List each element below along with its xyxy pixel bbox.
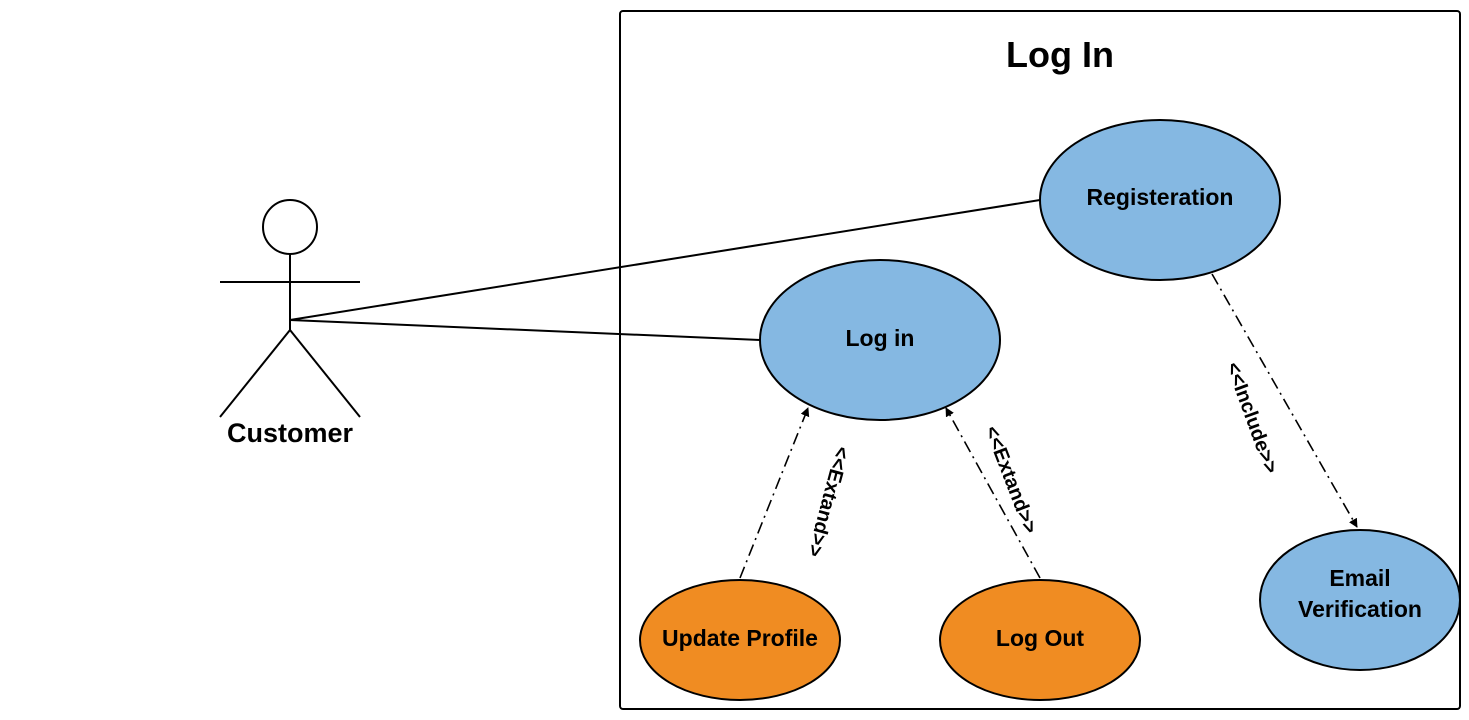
use-case-login[interactable]: Log in: [759, 259, 1001, 421]
actor-head: [262, 199, 318, 255]
use-case-email-verification[interactable]: Email Verification: [1259, 529, 1461, 671]
actor-customer[interactable]: Customer: [219, 199, 361, 448]
use-case-registration[interactable]: Registeration: [1039, 119, 1281, 281]
extend-arrow-update-profile: [739, 407, 810, 579]
actor-label: Customer: [227, 418, 354, 448]
include-arrow: [1211, 273, 1358, 528]
system-title: Log In: [1006, 34, 1114, 75]
use-case-email-verification-label-line2: Verification: [1298, 596, 1422, 622]
use-case-update-profile-label: Update Profile: [662, 625, 818, 651]
use-case-login-shape: [759, 259, 1001, 421]
actor-right-leg: [289, 329, 361, 418]
use-case-email-verification-label-line1: Email: [1329, 565, 1390, 591]
use-case-registration-shape: [1039, 119, 1281, 281]
use-case-email-verification-shape: [1259, 529, 1461, 671]
association-customer-login: [289, 319, 761, 341]
use-case-update-profile[interactable]: Update Profile: [639, 579, 841, 701]
actor-left-leg: [219, 329, 291, 418]
use-case-update-profile-shape: [639, 579, 841, 701]
use-case-log-out[interactable]: Log Out: [939, 579, 1141, 701]
use-case-log-out-label: Log Out: [996, 625, 1084, 651]
use-case-login-label: Log in: [846, 325, 915, 351]
use-case-log-out-shape: [939, 579, 1141, 701]
extend-arrow-log-out: [945, 407, 1041, 579]
association-customer-registration: [289, 199, 1041, 321]
use-case-registration-label: Registeration: [1087, 184, 1234, 210]
